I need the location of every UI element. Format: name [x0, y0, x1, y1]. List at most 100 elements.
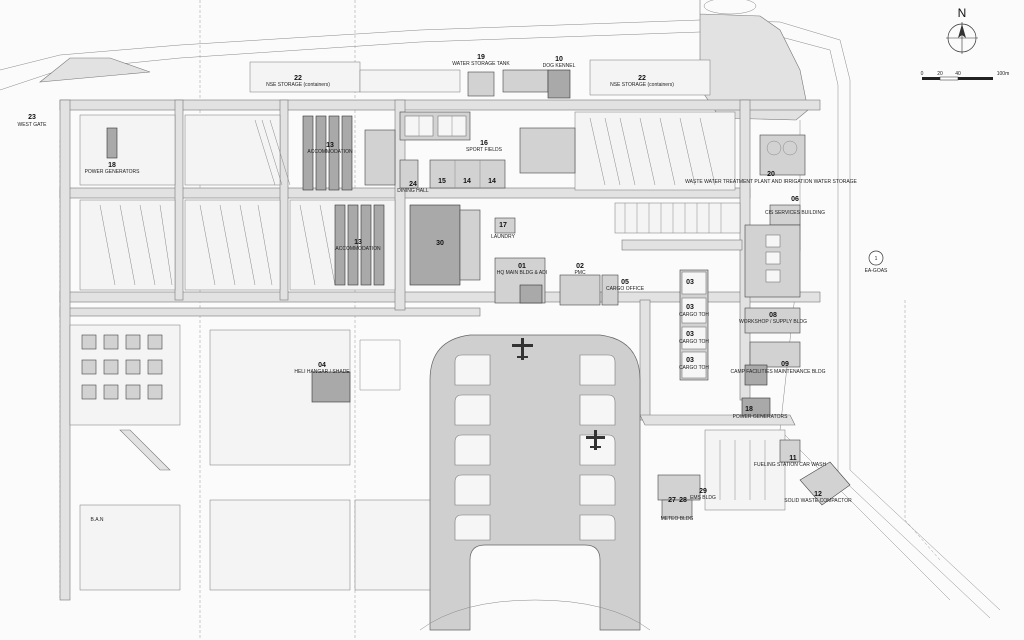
- cargo-building: [679, 269, 709, 381]
- label-15-number: 15: [438, 178, 446, 185]
- label-17-name: LAUNDRY: [491, 234, 515, 240]
- label-01-number: 01: [518, 263, 526, 270]
- label-24-number: 24: [409, 181, 417, 188]
- label-05-name: CARGO OFFICE: [606, 286, 645, 292]
- label-18a-number: 18: [108, 162, 116, 169]
- scale-bar: 0 20 40 100m: [921, 71, 1010, 81]
- scale-end: 100m: [997, 71, 1010, 77]
- north-arrow: N: [946, 6, 978, 54]
- label-18a-name: POWER GENERATORS: [85, 169, 140, 175]
- solid-waste-compactor: [799, 461, 851, 506]
- perimeter-roads: [0, 0, 1001, 640]
- label-16-name: SPORT FIELDS: [466, 147, 503, 153]
- label-04-name: HELI HANGAR / SHADE: [294, 369, 350, 375]
- label-09-name: CAMP FACILITIES MAINTENANCE BLDG: [731, 369, 826, 375]
- gate-text: EA-GOAS: [865, 268, 888, 274]
- label-18b-number: 18: [745, 406, 753, 413]
- label-13b-name: ACCOMMODATION: [335, 246, 381, 252]
- west-road: [59, 99, 71, 601]
- airfield-apron: [419, 334, 651, 631]
- ban-area: [69, 324, 436, 591]
- gate-number: 1: [875, 256, 878, 262]
- cargo-unit-2-name: CARGO TOH: [679, 312, 709, 318]
- label-20-name: WASTE WATER TREATMENT PLANT AND IRRIGATI…: [685, 179, 857, 185]
- label-16-number: 16: [480, 140, 488, 147]
- hq-area: [494, 257, 619, 306]
- label-18b-name: POWER GENERATORS: [733, 414, 788, 420]
- label-13b-number: 13: [354, 239, 362, 246]
- cargo-unit-1-number: 03: [686, 279, 694, 286]
- waste-water-plant: [759, 134, 806, 176]
- label-27-number: 27: [668, 497, 676, 504]
- gym-block: [429, 159, 506, 189]
- label-05-number: 05: [621, 279, 629, 286]
- north-ring-road: [59, 99, 821, 111]
- label-22b-number: 22: [638, 75, 646, 82]
- label-15b-number: 14: [463, 178, 471, 185]
- label-12-name: SOLID WASTE COMPACTOR: [784, 498, 852, 504]
- accommodation-lots: [79, 111, 736, 291]
- label-08-name: WORKSHOP / SUPPLY BLDG: [739, 319, 807, 325]
- label-01-name: HQ MAIN BLDG & ADI: [497, 270, 548, 276]
- label-29-name: EMS BLDG: [690, 495, 716, 501]
- workshops: [744, 307, 801, 386]
- scale-tick-20: 20: [937, 71, 943, 77]
- scale-tick-0: 0: [921, 71, 924, 77]
- label-02-number: 02: [576, 263, 584, 270]
- cargo-unit-4-number: 03: [686, 357, 694, 364]
- label-17-number: 17: [499, 222, 507, 229]
- vehicle-parking: [614, 202, 741, 234]
- water-storage-tank: [467, 71, 495, 97]
- label-09-number: 09: [781, 361, 789, 368]
- label-23-number: 23: [28, 114, 36, 121]
- north-label: N: [958, 6, 967, 20]
- label-22b-name: NSE STORAGE (containers): [610, 82, 674, 88]
- label-28-number: 28: [679, 497, 687, 504]
- scale-tick-40: 40: [955, 71, 961, 77]
- cargo-unit-3-name: CARGO TOH: [679, 339, 709, 345]
- label-11-name: FUELING STATION CAR WASH: [754, 462, 827, 468]
- ban-label: B.A.N: [90, 517, 103, 523]
- label-10-number: 10: [555, 56, 563, 63]
- cargo-unit-4-name: CARGO TOH: [679, 365, 709, 371]
- label-10-name: DOG KENNEL: [543, 63, 576, 69]
- gate-marker: 1 EA-GOAS: [865, 250, 888, 274]
- label-28-name: METEO BLDG: [661, 516, 694, 522]
- label-02-name: PMC: [574, 270, 586, 276]
- label-22a-number: 22: [294, 75, 302, 82]
- label-20-number: 20: [767, 171, 775, 178]
- west-approach-road: [39, 57, 151, 83]
- cargo-unit-2-number: 03: [686, 304, 694, 311]
- label-12-number: 12: [814, 491, 822, 498]
- label-24-name: DINING HALL: [397, 188, 429, 194]
- label-22a-name: NSE STORAGE (containers): [266, 82, 330, 88]
- building-labels: 19 WATER STORAGE TANK 10 DOG KENNEL 22 N…: [18, 54, 858, 523]
- accommodation-blocks: [302, 115, 396, 286]
- heli-hangar: [311, 371, 351, 403]
- label-14-number: 14: [488, 178, 496, 185]
- label-13a-number: 13: [326, 142, 334, 149]
- power-generators-west: [106, 127, 118, 159]
- cargo-unit-3-number: 03: [686, 331, 694, 338]
- label-19-name: WATER STORAGE TANK: [452, 61, 510, 67]
- dog-kennel: [547, 69, 571, 99]
- aircraft-icon: [512, 338, 605, 450]
- southeast-facilities: [657, 397, 851, 519]
- sport-fields: [399, 111, 471, 141]
- label-23-name: WEST GATE: [18, 122, 48, 128]
- recreation-area: [519, 127, 576, 174]
- label-19-number: 19: [477, 54, 485, 61]
- label-30-number: 30: [436, 240, 444, 247]
- label-11-number: 11: [789, 455, 797, 462]
- label-13a-name: ACCOMMODATION: [307, 149, 353, 155]
- label-29-number: 29: [699, 488, 707, 495]
- label-04-number: 04: [318, 362, 326, 369]
- label-06-name: CIS SERVICES BUILDING: [765, 210, 825, 216]
- north-band: [249, 59, 711, 99]
- label-08-number: 08: [769, 312, 777, 319]
- east-yard: [744, 224, 801, 298]
- label-06-number: 06: [791, 196, 799, 203]
- laundry: [494, 217, 516, 234]
